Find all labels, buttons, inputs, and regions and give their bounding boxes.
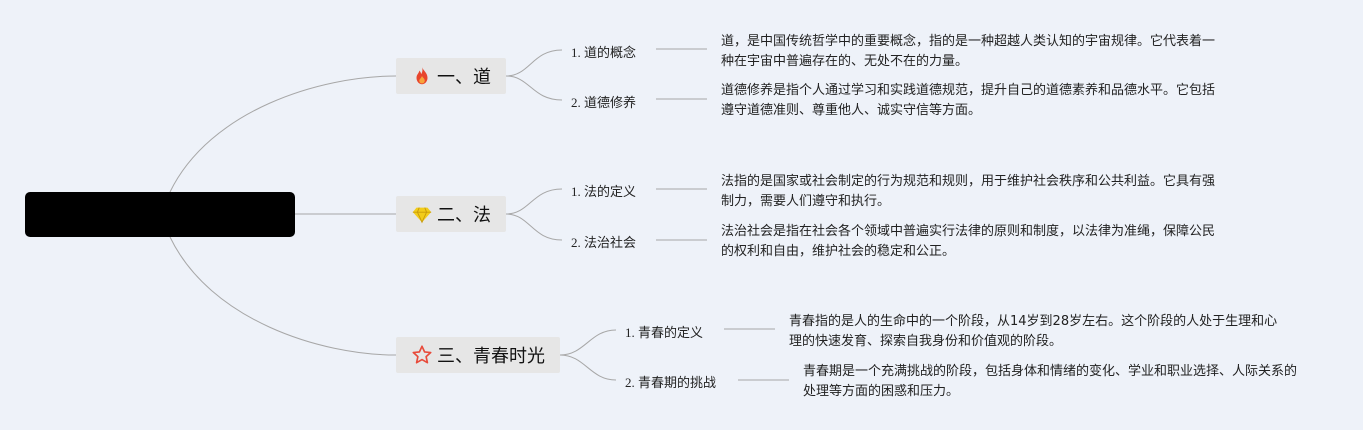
- connector-b3-t1: [559, 329, 617, 356]
- star-icon: [411, 344, 433, 366]
- desc-dao-concept: 道，是中国传统哲学中的重要概念，指的是一种超越人类认知的宇宙规律。它代表着一种在…: [721, 34, 1216, 69]
- fire-icon: [411, 65, 433, 87]
- branch-dao-label: 一、道: [437, 67, 491, 88]
- desc-youth-definition: 青春指的是人的生命中的一个阶段，从14岁到28岁左右。这个阶段的人处于生理和心理…: [789, 314, 1278, 349]
- desc-adolescence-challenges: 青春期是一个充满挑战的阶段，包括身体和情绪的变化、学业和职业选择、人际关系的处理…: [803, 364, 1298, 399]
- branch-fa-label: 二、法: [437, 205, 491, 226]
- branch-youth[interactable]: 三、青春时光: [396, 337, 560, 373]
- connector-b1-t2: [505, 75, 563, 101]
- topic-rule-of-law-society[interactable]: 2. 法治社会: [571, 235, 637, 250]
- desc-law-definition: 法指的是国家或社会制定的行为规范和规则，用于维护社会秩序和公共利益。它具有强制力…: [721, 174, 1216, 209]
- connector-root-branch-1: [169, 75, 397, 193]
- connector-b1-t1: [505, 49, 563, 77]
- topic-moral-cultivation[interactable]: 2. 道德修养: [571, 95, 637, 110]
- desc-moral-cultivation: 道德修养是指个人通过学习和实践道德规范，提升自己的道德素养和品德水平。它包括遵守…: [721, 83, 1216, 118]
- topic-youth-definition[interactable]: 1. 青春的定义: [625, 325, 704, 340]
- topic-dao-concept[interactable]: 1. 道的概念: [571, 45, 637, 60]
- connector-b2-t2: [505, 213, 563, 241]
- connector-b2-t1: [505, 188, 563, 215]
- desc-rule-of-law-society: 法治社会是指在社会各个领域中普遍实行法律的原则和制度，以法律为准绳，保障公民的权…: [721, 224, 1216, 259]
- branch-dao[interactable]: 一、道: [396, 58, 506, 94]
- topic-law-definition[interactable]: 1. 法的定义: [571, 184, 637, 199]
- gem-icon: [411, 203, 433, 225]
- branch-youth-label: 三、青春时光: [437, 346, 545, 367]
- connector-b3-t2: [559, 354, 617, 381]
- connector-root-branch-3: [169, 236, 397, 356]
- root-topic[interactable]: [25, 192, 295, 237]
- topic-adolescence-challenges[interactable]: 2. 青春期的挑战: [625, 375, 717, 390]
- branch-fa[interactable]: 二、法: [396, 196, 506, 232]
